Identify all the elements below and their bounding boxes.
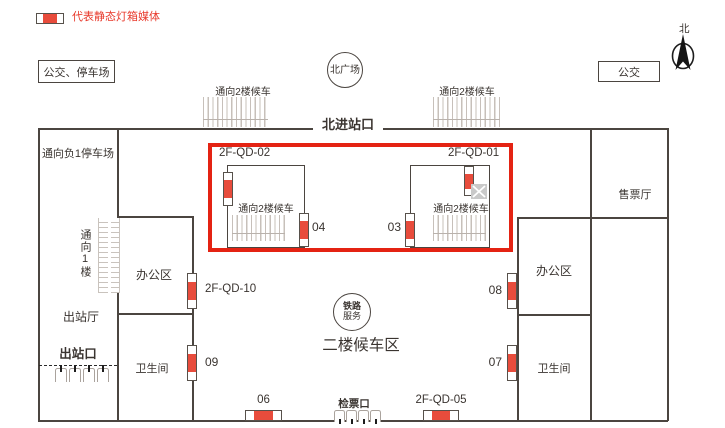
wall bbox=[517, 314, 590, 316]
qd02-escalator-label: 通向2楼候车 bbox=[238, 204, 294, 215]
lightbox-04-icon bbox=[299, 213, 309, 247]
lightbox-qd10-label: 2F-QD-10 bbox=[205, 283, 257, 295]
waiting-area-label: 二楼候车区 bbox=[322, 337, 400, 354]
wall bbox=[38, 128, 40, 421]
bus-label: 公交 bbox=[618, 66, 640, 79]
bus-parking-box: 公交、停车场 bbox=[38, 60, 115, 83]
bus-box: 公交 bbox=[598, 61, 660, 82]
qd02-escalator-icon bbox=[232, 215, 285, 241]
exit-gate-label: 出站口 bbox=[59, 347, 97, 361]
lightbox-07-icon bbox=[507, 345, 517, 381]
toilet-left-label: 卫生间 bbox=[135, 363, 169, 375]
wall bbox=[117, 313, 193, 315]
qd02-lightbox-left-icon bbox=[223, 172, 233, 206]
lightbox-08-icon bbox=[507, 273, 517, 309]
wall bbox=[517, 217, 519, 420]
exit-turnstiles-icon bbox=[55, 368, 109, 382]
compass-north-label: 北 bbox=[679, 23, 690, 35]
escalator-top-left-icon bbox=[203, 97, 268, 127]
rail-service-line2: 服务 bbox=[342, 311, 361, 321]
exit-hall-label: 出站厅 bbox=[62, 310, 99, 324]
ticket-check-turnstiles-icon bbox=[334, 410, 381, 422]
lightbox-04-label: 04 bbox=[312, 220, 326, 234]
escalator-top-left-label: 通向2楼候车 bbox=[215, 87, 271, 98]
highlight-zone bbox=[208, 143, 513, 252]
stairs-icon bbox=[98, 218, 120, 293]
north-plaza-circle: 北广场 bbox=[327, 52, 363, 88]
wall bbox=[517, 217, 668, 219]
qd01-lightbox-top-icon bbox=[464, 166, 474, 196]
lightbox-03-icon bbox=[405, 213, 415, 247]
qd01-escalator-label: 通向2楼候车 bbox=[433, 204, 489, 215]
escalator-top-right-label: 通向2楼候车 bbox=[439, 87, 495, 98]
office-left-label: 办公区 bbox=[135, 268, 172, 282]
qd01-id-label: 2F-QD-01 bbox=[448, 147, 500, 159]
lightbox-06-icon bbox=[245, 410, 282, 421]
lightbox-09-icon bbox=[187, 345, 197, 381]
lightbox-03-label: 03 bbox=[387, 220, 401, 234]
north-gate-label: 北进站口 bbox=[313, 114, 384, 133]
lightbox-08-label: 08 bbox=[488, 283, 502, 297]
legend-label: 代表静态灯箱媒体 bbox=[72, 11, 160, 23]
bus-parking-label: 公交、停车场 bbox=[43, 66, 110, 79]
qd01-escalator-icon bbox=[433, 215, 486, 241]
lightbox-07-label: 07 bbox=[488, 355, 502, 369]
wall bbox=[667, 128, 669, 421]
toilet-right-label: 卫生间 bbox=[537, 363, 571, 375]
wall bbox=[192, 216, 194, 420]
blocked-x-icon bbox=[471, 184, 487, 199]
lightbox-06-label: 06 bbox=[257, 394, 270, 406]
wall bbox=[590, 128, 592, 420]
lightbox-qd05-label: 2F-QD-05 bbox=[415, 394, 467, 406]
to-floor1-label: 通向1楼 bbox=[79, 229, 91, 278]
qd02-id-label: 2F-QD-02 bbox=[219, 147, 271, 159]
compass-icon bbox=[666, 32, 700, 79]
b1-parking-label: 通向负1停车场 bbox=[41, 148, 115, 160]
office-right-label: 办公区 bbox=[535, 264, 572, 278]
wall bbox=[117, 216, 193, 218]
escalator-top-right-icon bbox=[433, 97, 500, 127]
north-plaza-label: 北广场 bbox=[330, 64, 360, 76]
legend-lightbox-icon bbox=[36, 13, 64, 24]
rail-service-circle: 铁路 服务 bbox=[333, 293, 371, 331]
ticket-hall-label: 售票厅 bbox=[618, 189, 652, 201]
exit-gate-dashed-line bbox=[39, 365, 117, 366]
lightbox-qd05-icon bbox=[423, 410, 459, 421]
lightbox-09-label: 09 bbox=[205, 355, 219, 369]
ticket-check-label: 检票口 bbox=[338, 398, 370, 410]
rail-service-line1: 铁路 bbox=[342, 301, 361, 312]
lightbox-qd10-icon bbox=[187, 273, 197, 309]
